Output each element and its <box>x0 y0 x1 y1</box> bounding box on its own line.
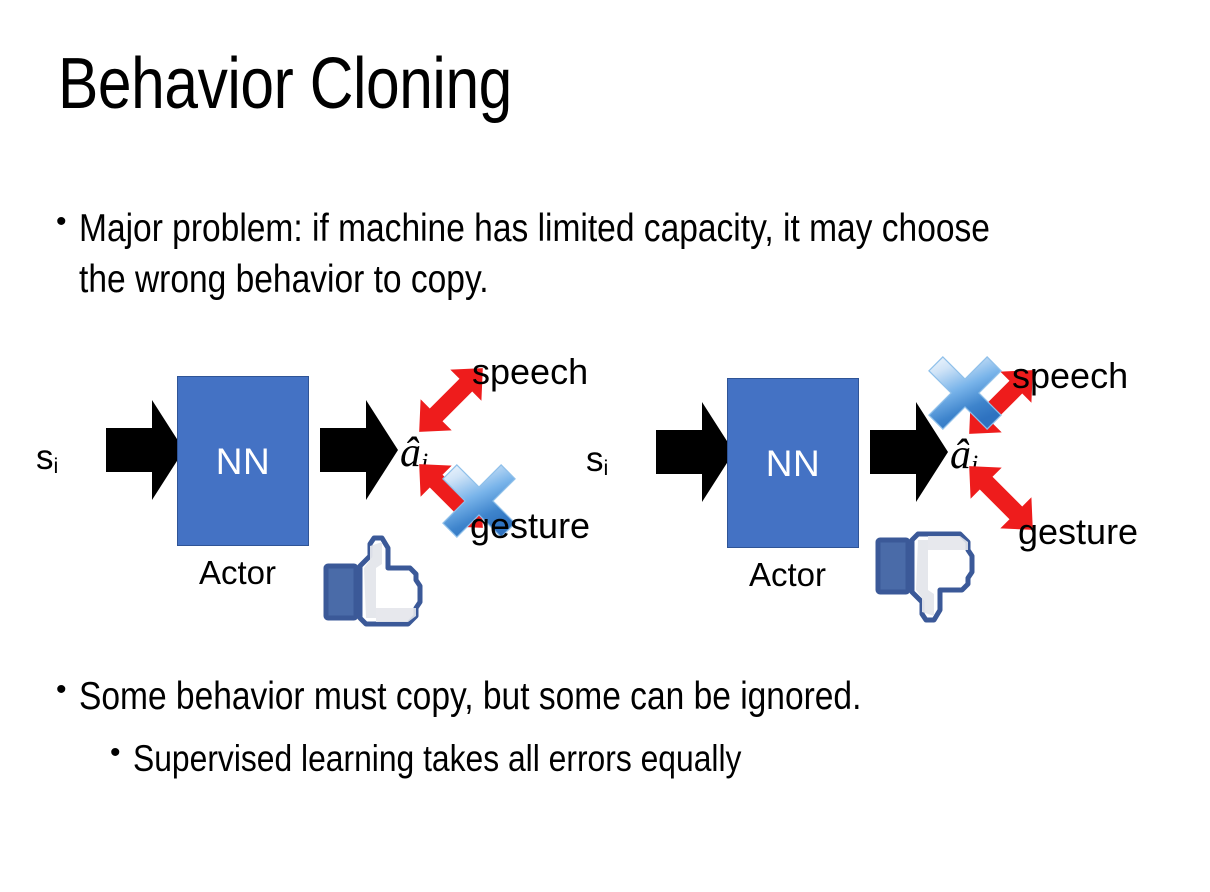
diagram-right: si NN Actor âi <box>560 340 1160 630</box>
state-label-right: si <box>586 442 608 479</box>
diagram-left: si NN Actor âi <box>10 340 610 630</box>
action-label-subscript: i <box>421 448 429 478</box>
nn-box-right: NN <box>727 378 859 548</box>
nn-box-label: NN <box>765 442 821 484</box>
action-label-symbol: â <box>400 430 421 476</box>
action-label-right: âi <box>950 434 978 478</box>
nn-box-label: NN <box>215 440 271 482</box>
output-label-speech-right: speech <box>1012 355 1129 396</box>
bullet-top-text: Major problem: if machine has limited ca… <box>78 207 999 301</box>
action-label-symbol: â <box>950 432 971 478</box>
bullet-bottom-1-text: Some behavior must copy, but some can be… <box>78 675 861 718</box>
state-label-symbol: s <box>586 440 604 479</box>
output-label-gesture-right: gesture <box>1018 511 1139 552</box>
action-label-subscript: i <box>971 450 979 480</box>
bullet-marker-icon: • <box>56 205 67 238</box>
state-label-symbol: s <box>36 438 54 477</box>
bullet-bottom-2: • Supervised learning takes all errors e… <box>110 735 1200 783</box>
red-double-arrow-speech-left <box>408 354 494 446</box>
bullet-marker-icon: • <box>56 673 67 706</box>
actor-label-right: Actor <box>749 556 827 593</box>
action-label-left: âi <box>400 432 428 476</box>
arrow-right-icon-output-left <box>320 395 398 505</box>
nn-box-left: NN <box>177 376 309 546</box>
arrow-right-icon-input-right <box>656 397 734 507</box>
arrow-right-icon-input-left <box>106 395 184 505</box>
state-label-left: si <box>36 440 58 477</box>
thumbs-down-icon <box>872 526 982 630</box>
output-label-speech-left: speech <box>472 351 589 392</box>
state-label-subscript: i <box>603 454 609 480</box>
arrow-right-icon-output-right <box>870 397 948 507</box>
list-item: • Some behavior must copy, but some can … <box>56 672 1186 723</box>
list-item: • Supervised learning takes all errors e… <box>110 735 1200 783</box>
bullet-marker-icon: • <box>110 736 121 769</box>
actor-label-left: Actor <box>199 554 277 591</box>
bullet-bottom-1: • Some behavior must copy, but some can … <box>56 672 1186 723</box>
output-label-gesture-left: gesture <box>470 505 591 546</box>
red-double-arrow-gesture-right <box>958 452 1044 544</box>
blue-x-icon-gesture-left <box>438 460 520 542</box>
state-label-subscript: i <box>53 452 59 478</box>
bullet-bottom-2-text: Supervised learning takes all errors equ… <box>132 738 741 779</box>
bullet-top: • Major problem: if machine has limited … <box>56 204 1156 305</box>
list-item: • Major problem: if machine has limited … <box>56 204 1156 305</box>
thumbs-up-icon <box>320 532 430 628</box>
page-title: Behavior Cloning <box>58 44 512 124</box>
blue-x-icon-speech-right <box>924 352 1006 434</box>
